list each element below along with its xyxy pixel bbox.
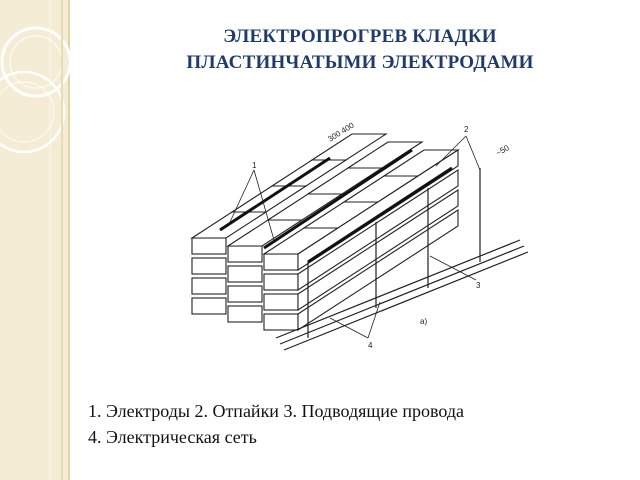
front-face-row-3 <box>191 277 299 311</box>
callout-leaders <box>229 135 481 339</box>
legend-line-2: 4. Электрическая сеть <box>88 427 257 447</box>
slide-title-line-2: ПЛАСТИНЧАТЫМИ ЭЛЕКТРОДАМИ <box>186 52 534 73</box>
slide-title-line-1: ЭЛЕКТРОПРОГРЕВ КЛАДКИ <box>223 26 497 47</box>
legend-line-1: 1. Электроды 2. Отпайки 3. Подводящие пр… <box>88 401 464 421</box>
front-face-row-2 <box>191 257 299 291</box>
callout-4: 4 <box>368 341 373 350</box>
sub-label: а) <box>420 317 427 326</box>
side-mark: ~50 <box>495 143 512 158</box>
masonry-blocks <box>190 133 460 332</box>
electrode-plates <box>219 148 453 264</box>
slide-title: ЭЛЕКТРОПРОГРЕВ КЛАДКИ ПЛАСТИНЧАТЫМИ ЭЛЕК… <box>90 24 630 76</box>
side-face <box>297 148 459 332</box>
callout-3: 3 <box>476 281 481 290</box>
sidebar-ornament-icon <box>0 0 70 480</box>
callout-1: 1 <box>252 161 257 170</box>
decorative-sidebar <box>0 0 70 480</box>
legend: 1. Электроды 2. Отпайки 3. Подводящие пр… <box>88 398 633 450</box>
front-face-row-4 <box>191 297 299 331</box>
masonry-electrode-diagram: 300 400 1 2 3 4 а) ~50 <box>190 120 529 351</box>
callout-2: 2 <box>464 125 469 134</box>
electric-network-lines <box>275 239 529 351</box>
